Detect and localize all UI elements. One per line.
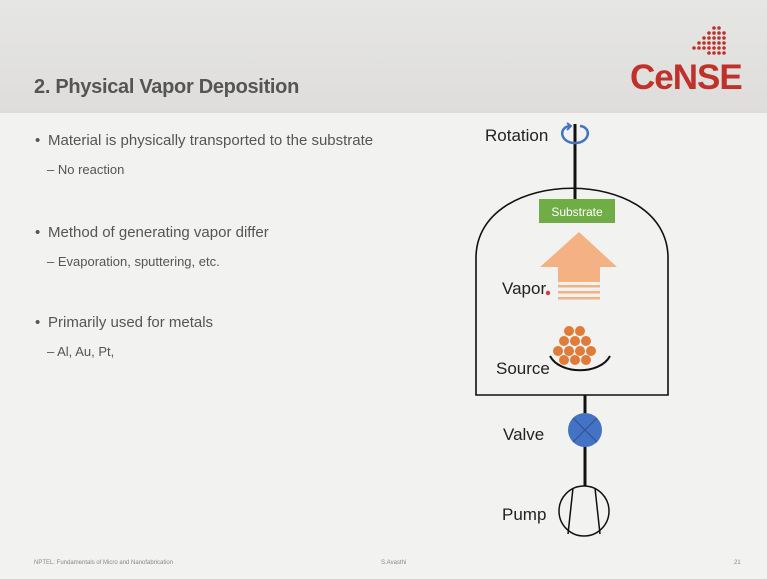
rotation-label: Rotation <box>485 126 548 145</box>
vacuum-chamber <box>475 187 669 396</box>
slide-title: 2. Physical Vapor Deposition <box>34 76 300 98</box>
logo-dots-icon <box>692 26 726 55</box>
footer-course: NPTEL: Fundamentals of Micro and Nanofab… <box>34 560 174 566</box>
footer-author: S.Avasthi <box>381 560 407 566</box>
sub-bullet-item: – No reaction <box>47 162 125 177</box>
vapor-arrow <box>540 232 617 300</box>
footer-page-number: 21 <box>734 560 741 566</box>
crucible <box>549 355 611 372</box>
valve-icon <box>568 413 602 447</box>
bullet-item: Method of generating vapor differ <box>35 224 269 241</box>
pointer-dot <box>545 290 551 296</box>
sub-bullet-item: – Al, Au, Pt, <box>47 344 115 359</box>
bullet-item: Primarily used for metals <box>35 314 213 331</box>
pump-icon <box>558 485 610 537</box>
slide-header: 2. Physical Vapor Deposition CeNSE <box>0 0 767 113</box>
substrate-label: Substrate <box>551 205 603 219</box>
substrate <box>539 199 615 223</box>
source-material <box>553 326 596 365</box>
sub-bullet-item: – Evaporation, sputtering, etc. <box>47 254 220 269</box>
cense-logo: CeNSE <box>630 58 743 97</box>
source-label: Source <box>496 359 550 378</box>
pump-label: Pump <box>502 505 546 524</box>
bullet-item: Material is physically transported to th… <box>35 132 373 149</box>
valve-label: Valve <box>503 425 544 444</box>
rotation-arrow-icon <box>561 122 589 145</box>
vapor-label: Vapor <box>502 279 546 298</box>
